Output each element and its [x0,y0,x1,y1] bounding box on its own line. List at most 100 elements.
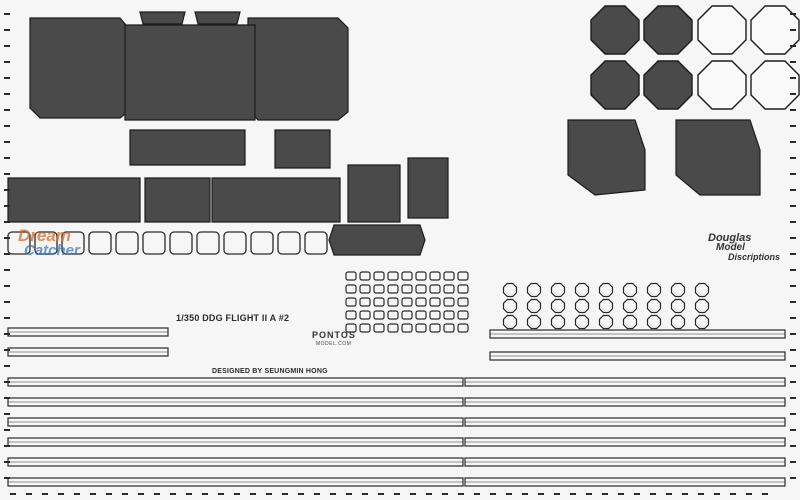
small-part-9 [457,271,469,281]
small-part-19 [345,297,357,307]
small-part-63 [622,282,638,298]
watermark-right-line2: Model [716,242,745,253]
small-part-82 [646,314,662,330]
large-panels [7,11,761,256]
panel-5 [194,11,241,25]
small-part-4 [387,271,399,281]
small-part-72 [622,298,638,314]
watermark-right-line3: Discriptions [728,252,781,262]
small-part-21 [373,297,385,307]
panel-14 [675,119,761,196]
small-part-42 [415,323,427,333]
octagon-plate-6 [643,60,693,110]
small-part-55 [250,231,274,255]
small-part-40 [387,323,399,333]
small-parts [7,231,710,333]
panel-8 [211,177,341,223]
octagon-plate-5 [590,60,640,110]
small-part-71 [598,298,614,314]
small-part-12 [373,284,385,294]
panel-13 [567,119,646,196]
small-part-20 [359,297,371,307]
small-part-14 [401,284,413,294]
small-part-10 [345,284,357,294]
small-part-60 [550,282,566,298]
watermark-right: Douglas Model Discriptions [700,232,786,266]
small-part-56 [277,231,301,255]
small-part-3 [373,271,385,281]
panel-2 [247,17,349,121]
small-part-6 [415,271,427,281]
small-part-84 [694,314,710,330]
panel-9 [129,129,246,166]
small-part-78 [550,314,566,330]
small-part-77 [526,314,542,330]
small-part-17 [443,284,455,294]
brand-url: MODEL.COM [316,341,352,347]
panel-11 [347,164,401,223]
small-part-29 [359,310,371,320]
octagon-plate-1 [590,5,640,55]
designer-credit: DESIGNED BY SEUNGMIN HONG [212,368,328,375]
small-part-43 [429,323,441,333]
panel-4 [139,11,186,25]
small-part-23 [401,297,413,307]
small-part-83 [670,314,686,330]
small-part-18 [457,284,469,294]
octagon-plate-2 [643,5,693,55]
octagon-plate-8 [750,60,800,110]
panel-15 [328,224,426,256]
small-part-53 [196,231,220,255]
small-part-81 [622,314,638,330]
small-part-28 [345,310,357,320]
small-part-67 [502,298,518,314]
octagon-plate-7 [697,60,747,110]
small-part-11 [359,284,371,294]
small-part-13 [387,284,399,294]
small-part-24 [415,297,427,307]
small-part-16 [429,284,441,294]
small-part-36 [457,310,469,320]
small-part-74 [670,298,686,314]
small-part-39 [373,323,385,333]
small-part-7 [429,271,441,281]
small-part-66 [694,282,710,298]
small-part-37 [345,323,357,333]
sheet-title: 1/350 DDG FLIGHT II A #2 [176,313,290,323]
small-part-59 [526,282,542,298]
small-part-34 [429,310,441,320]
small-part-41 [401,323,413,333]
sprue-ticks [4,13,796,495]
small-part-22 [387,297,399,307]
small-part-68 [526,298,542,314]
panel-6 [7,177,141,223]
small-part-62 [598,282,614,298]
octagon-plate-3 [697,5,747,55]
small-part-8 [443,271,455,281]
small-part-80 [598,314,614,330]
small-part-64 [646,282,662,298]
small-part-45 [457,323,469,333]
small-part-57 [304,231,328,255]
small-part-30 [373,310,385,320]
small-part-32 [401,310,413,320]
small-part-38 [359,323,371,333]
small-part-79 [574,314,590,330]
small-part-25 [429,297,441,307]
small-part-50 [115,231,139,255]
small-part-26 [443,297,455,307]
small-part-27 [457,297,469,307]
small-part-1 [345,271,357,281]
watermark-left-line2: Catcher [24,242,80,259]
small-part-73 [646,298,662,314]
railing-strips [7,327,786,487]
small-part-61 [574,282,590,298]
small-part-35 [443,310,455,320]
small-part-47 [34,231,58,255]
watermark-left: Dream Catcher [16,226,98,262]
small-part-33 [415,310,427,320]
small-part-54 [223,231,247,255]
small-part-48 [61,231,85,255]
panel-7 [144,177,211,223]
